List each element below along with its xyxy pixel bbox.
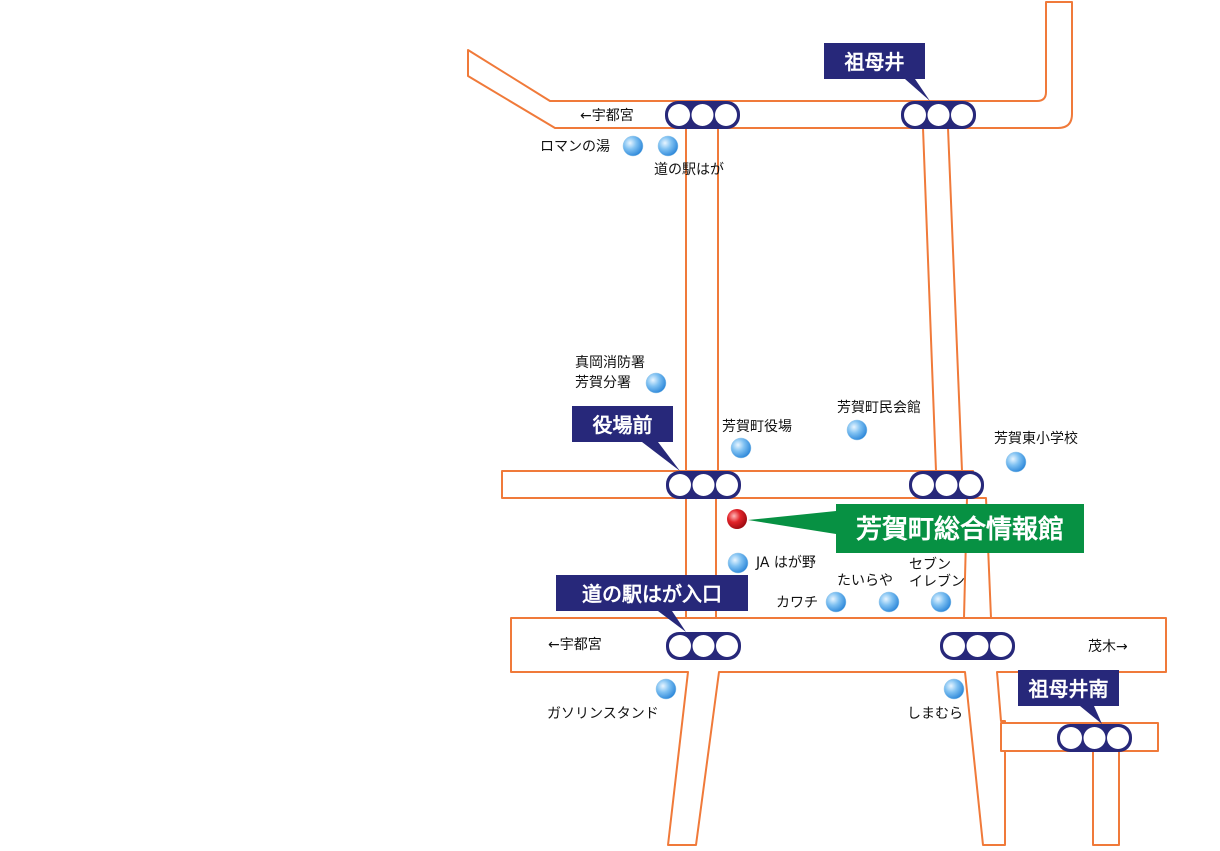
landmark-marker-michi-no-eki <box>657 135 679 157</box>
road-east-vertical <box>922 127 963 472</box>
destination-tag <box>836 504 1084 553</box>
destination-label: 芳賀町総合情報館 <box>856 514 1064 545</box>
signal-lamp <box>716 474 738 496</box>
label-town-hall: 芳賀町役場 <box>722 418 792 435</box>
label-fire-station-line1: 真岡消防署 <box>575 355 645 371</box>
tag-pointer <box>642 442 680 471</box>
label-shimamura: しまむら <box>907 706 963 722</box>
label-gas-station: ガソリンスタンド <box>547 706 659 722</box>
destination-marker <box>727 509 747 529</box>
signal-lamp <box>904 104 926 126</box>
signal-lamp <box>990 635 1012 657</box>
signal-yakuba-east <box>909 471 984 499</box>
signal-lamp <box>692 635 715 657</box>
signal-lamp <box>668 104 690 126</box>
signal-lamp <box>935 474 958 496</box>
landmark-marker-town-hall <box>730 437 752 459</box>
label-community-hall: 芳賀町民会館 <box>837 399 921 416</box>
landmark-marker-gas-station <box>655 678 677 700</box>
landmark-marker-shimamura <box>943 678 965 700</box>
label-seven-eleven-line2: イレブン <box>909 573 965 590</box>
road-west-vertical <box>685 127 719 472</box>
intersection-tag-sobai: 祖母井 <box>824 43 930 101</box>
signal-south-east <box>940 632 1015 660</box>
intersection-tag-michinoeki-entrance: 道の駅はが入口 <box>556 575 748 632</box>
tag-pointer <box>1080 706 1102 724</box>
traffic-signals <box>665 101 1132 752</box>
label-kawachi: カワチ <box>776 595 818 611</box>
tag-background <box>556 575 748 611</box>
landmark-marker-community-hall <box>846 419 868 441</box>
signal-michinoeki-entrance <box>666 632 741 660</box>
landmark-marker-tairaya <box>878 591 900 613</box>
signal-lamp <box>966 635 989 657</box>
landmark-marker-seven-eleven <box>930 591 952 613</box>
signal-lamp <box>669 474 691 496</box>
direction-utsunomiya-south: ←宇都宮 <box>548 637 602 653</box>
landmark-marker-fire-station <box>645 372 667 394</box>
road-north <box>467 1 1073 129</box>
landmark-marker-ja <box>727 552 749 574</box>
intersection-label-sobai-minami: 祖母井南 <box>1028 677 1109 701</box>
label-east-school: 芳賀東小学校 <box>994 430 1078 447</box>
intersection-tag-yakuba-mae: 役場前 <box>572 406 680 471</box>
signal-lamp <box>1060 727 1082 749</box>
direction-utsunomiya-north: ←宇都宮 <box>580 108 634 124</box>
signal-yakuba-mae <box>666 471 741 499</box>
signal-lamp <box>943 635 965 657</box>
label-seven-eleven-line1: セブン <box>909 556 951 573</box>
tag-pointer <box>658 611 686 632</box>
signal-lamp <box>691 104 714 126</box>
direction-motegi: 茂木→ <box>1088 638 1128 655</box>
signal-michinoeki-north <box>665 101 740 129</box>
label-roman-no-yu: ロマンの湯 <box>540 138 610 155</box>
signal-lamp <box>692 474 715 496</box>
signal-lamp <box>716 635 738 657</box>
landmark-markers <box>622 135 1027 700</box>
intersection-label-sobai: 祖母井 <box>844 50 905 74</box>
tag-background <box>572 406 673 442</box>
destination: 芳賀町総合情報館 <box>727 504 1084 553</box>
tag-background <box>824 43 925 79</box>
signal-lamp <box>669 635 691 657</box>
signal-sobai <box>901 101 976 129</box>
destination-tag-pointer <box>748 511 836 534</box>
signal-lamp <box>959 474 981 496</box>
map-labels: ←宇都宮 ←宇都宮 茂木→ ロマンの湯 道の駅はが 真岡消防署 芳賀分署 芳賀町… <box>540 108 1128 722</box>
tag-pointer <box>905 79 930 101</box>
road-bottom-stub <box>1092 750 1120 846</box>
intersection-label-yakuba-mae: 役場前 <box>593 413 653 437</box>
label-michi-no-eki: 道の駅はが <box>654 162 724 178</box>
label-tairaya: たいらや <box>837 573 893 589</box>
signal-lamp <box>912 474 934 496</box>
signal-lamp <box>715 104 737 126</box>
signal-lamp <box>927 104 950 126</box>
landmark-marker-east-school <box>1005 451 1027 473</box>
signal-lamp <box>951 104 973 126</box>
landmark-marker-roman-no-yu <box>622 135 644 157</box>
landmark-marker-kawachi <box>825 591 847 613</box>
intersection-label-michinoeki-entrance: 道の駅はが入口 <box>582 582 722 606</box>
intersection-tag-sobai-minami: 祖母井南 <box>1018 670 1119 724</box>
signal-lamp <box>1107 727 1129 749</box>
tag-background <box>1018 670 1119 706</box>
signal-lamp <box>1083 727 1106 749</box>
signal-sobai-minami <box>1057 724 1132 752</box>
label-fire-station-line2: 芳賀分署 <box>575 374 631 391</box>
label-ja: JA はが野 <box>755 555 816 571</box>
